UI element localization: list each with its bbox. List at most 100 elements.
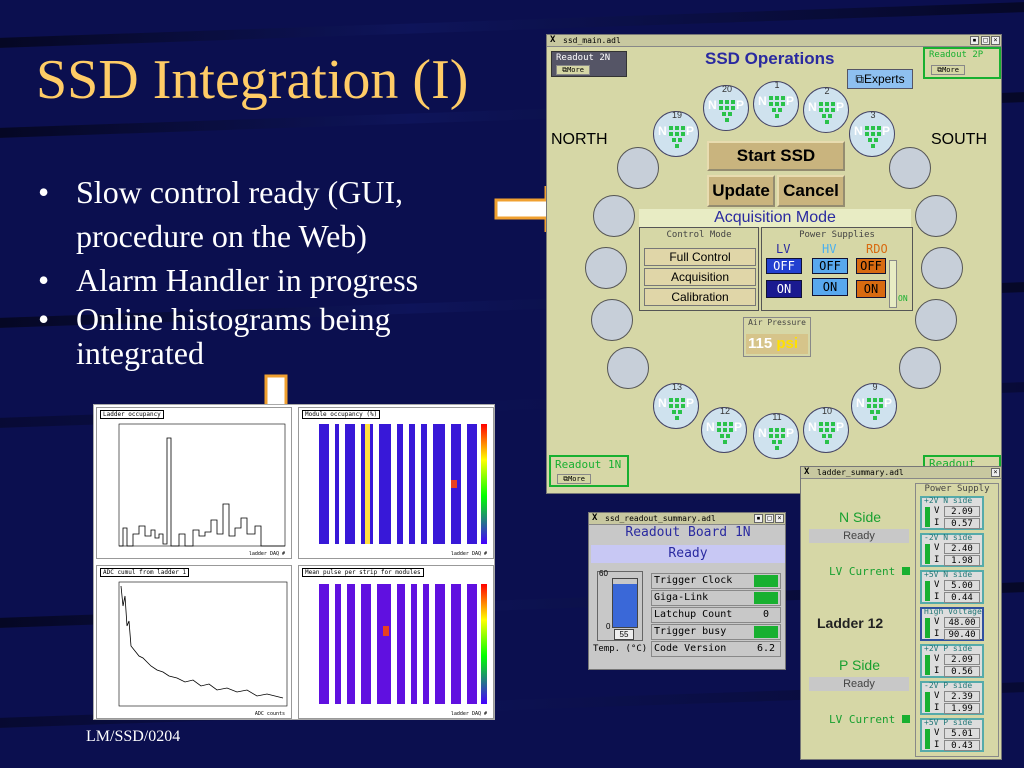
acquisition-button[interactable]: Acquisition (644, 268, 756, 286)
ladder-slot[interactable] (921, 247, 963, 289)
voltage-label: V (934, 580, 940, 590)
close-icon[interactable]: × (991, 468, 1000, 477)
voltage-label: V (934, 691, 940, 701)
south-label: SOUTH (931, 131, 987, 148)
readout-row-label: Trigger busy (654, 626, 727, 637)
ladder-slot[interactable] (617, 147, 659, 189)
x-axis-label: ladder DAQ # (450, 551, 487, 557)
north-label: NORTH (551, 131, 608, 148)
more-button[interactable]: ⧉More (556, 65, 590, 75)
minimize-icon[interactable]: ▪ (754, 514, 763, 523)
readout-row-label: Giga-Link (654, 592, 709, 603)
ladder-slot[interactable] (607, 347, 649, 389)
window-titlebar[interactable]: X ssd_main.adl ▪ □ × (547, 35, 1001, 47)
current-label: I (934, 555, 940, 565)
histogram-adc-cumul: ADC cumul from ladder 1 ADC counts (96, 565, 292, 719)
ladder-slot[interactable] (591, 299, 633, 341)
x-axis-label: ADC counts (254, 711, 285, 717)
air-pressure-panel: Air Pressure 115 psi (743, 317, 811, 357)
rdo-off-button[interactable]: OFF (856, 258, 886, 274)
voltage-value: 2.39 (944, 691, 980, 702)
voltage-value: 2.09 (944, 506, 980, 517)
rdo-on-indicator: ON (898, 294, 908, 303)
window-titlebar[interactable]: X ssd_readout_summary.adl ▪ □ × (589, 513, 785, 525)
readout-2n-label: Readout 2N (556, 53, 611, 63)
rdo-on-button[interactable]: ON (856, 280, 886, 298)
ladder-slot[interactable] (593, 195, 635, 237)
ladder-slot[interactable] (585, 247, 627, 289)
lv-on-button[interactable]: ON (766, 280, 802, 298)
lv-label: LV (776, 242, 791, 256)
readout-row-label: Trigger Clock (654, 575, 733, 586)
calibration-button[interactable]: Calibration (644, 288, 756, 306)
board-status: Ready (591, 545, 785, 563)
current-value: 1.98 (944, 555, 980, 566)
ladder-slot[interactable] (915, 195, 957, 237)
temp-label: Temp. (°C) (593, 644, 648, 654)
current-label: I (934, 592, 940, 602)
n-lv-current: LV Current (829, 565, 910, 578)
current-label: I (934, 629, 940, 639)
voltage-value: 48.00 (944, 617, 980, 628)
x-axis-label: ladder DAQ # (248, 551, 285, 557)
air-pressure-value: 115 (748, 335, 773, 352)
window-title: ssd_readout_summary.adl (605, 514, 716, 523)
x-logo-icon: X (592, 513, 598, 523)
update-button[interactable]: Update (707, 175, 775, 207)
x-logo-icon: X (550, 35, 556, 45)
supply-label: -2V P side (924, 681, 973, 690)
gauge-fill (612, 578, 638, 628)
current-label: I (934, 703, 940, 713)
readout-2p-label: Readout 2P (929, 50, 984, 60)
maximize-icon[interactable]: □ (981, 36, 990, 45)
close-icon[interactable]: × (775, 514, 784, 523)
power-supplies-panel: Power Supplies LV HV RDO OFF ON OFF ON O… (761, 227, 913, 311)
window-titlebar[interactable]: X ladder_summary.adl × (801, 467, 1001, 479)
supply-label: +2V P side (924, 644, 973, 653)
readout-row-value: 6.2 (756, 643, 776, 654)
power-supplies-label: Power Supplies (799, 230, 875, 240)
histogram-ladder-occupancy: Ladder occupancy ladder DAQ # (96, 407, 292, 559)
ladder-slot[interactable] (889, 147, 931, 189)
cancel-button[interactable]: Cancel (777, 175, 845, 207)
ladder-slot[interactable] (915, 299, 957, 341)
more-button[interactable]: ⧉More (931, 65, 965, 75)
window-title: ssd_main.adl (563, 36, 621, 45)
supply-status-bar (925, 655, 930, 675)
supply-status-bar (925, 692, 930, 712)
supply-status-bar (925, 729, 930, 749)
close-icon[interactable]: × (991, 36, 1000, 45)
lv-off-button[interactable]: OFF (766, 258, 802, 274)
x-axis-label: ladder DAQ # (450, 711, 487, 717)
gauge-value: 55 (614, 629, 634, 640)
hv-label: HV (822, 242, 837, 256)
ladder-slot[interactable] (899, 347, 941, 389)
hv-on-button[interactable]: ON (812, 278, 848, 296)
gauge-top-label: 60 (599, 569, 608, 578)
more-button[interactable]: ⧉More (557, 474, 591, 484)
maximize-icon[interactable]: □ (765, 514, 774, 523)
full-control-button[interactable]: Full Control (644, 248, 756, 266)
hv-off-button[interactable]: OFF (812, 258, 848, 274)
minimize-icon[interactable]: ▪ (970, 36, 979, 45)
gauge-level (613, 583, 637, 627)
experts-button[interactable]: ⧉Experts (847, 69, 913, 89)
current-value: 1.99 (944, 703, 980, 714)
rdo-slider[interactable] (889, 260, 897, 308)
mean-pulse-plot (319, 584, 487, 704)
start-ssd-button[interactable]: Start SSD (707, 141, 845, 171)
